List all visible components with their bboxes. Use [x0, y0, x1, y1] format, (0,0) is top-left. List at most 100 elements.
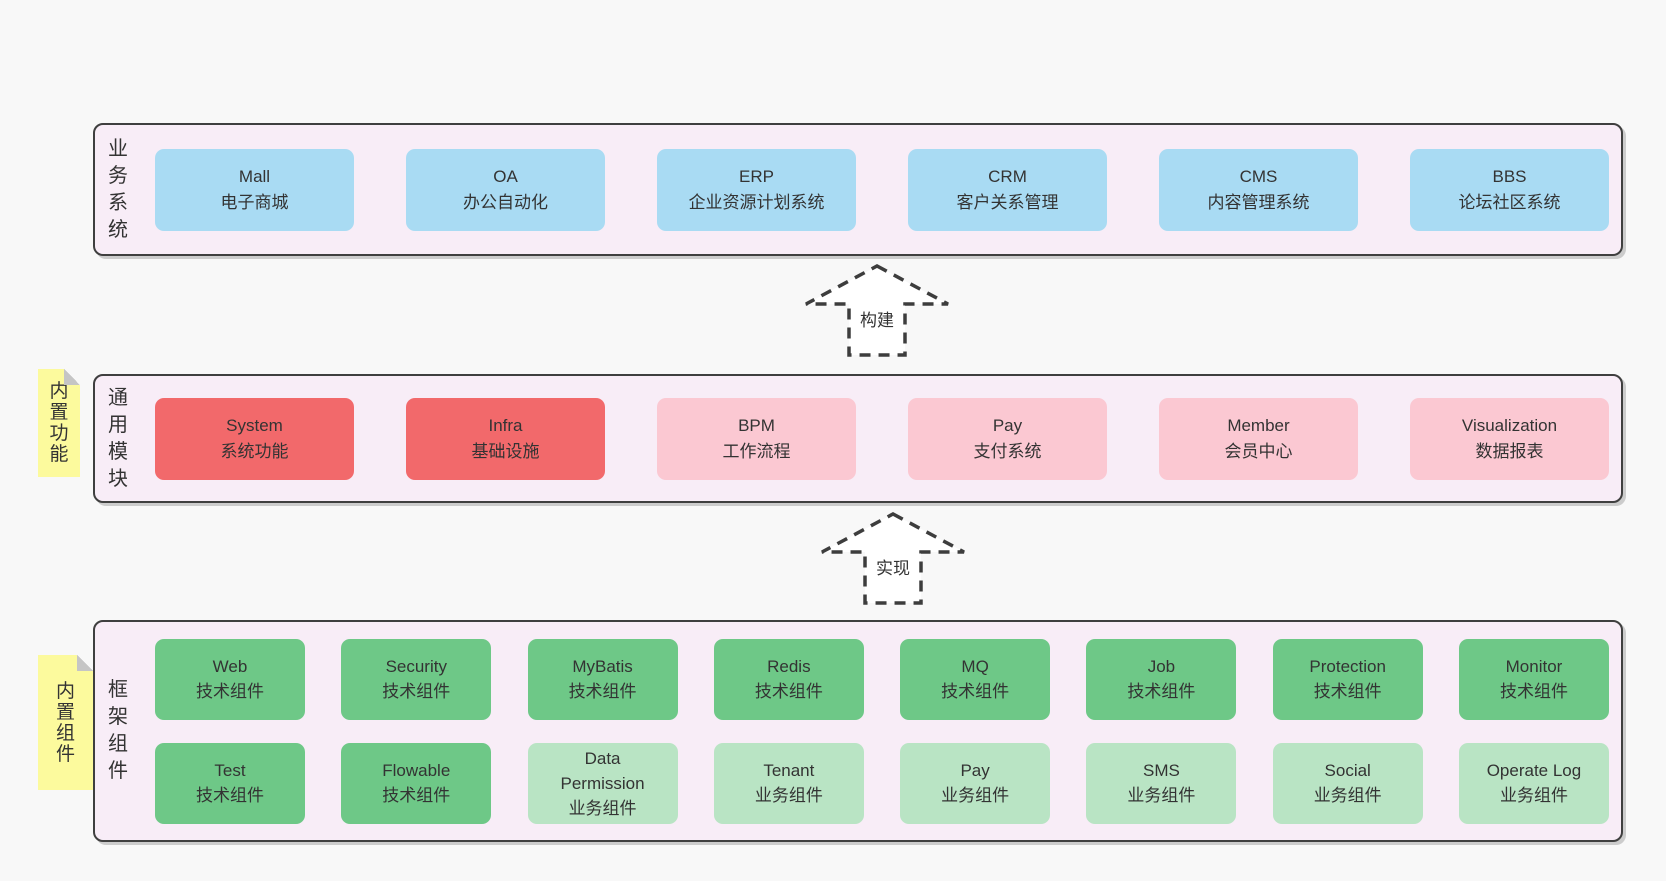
node-mq: MQ 技术组件 [900, 638, 1051, 720]
sticky-note-text: 内 置 组 件 [55, 680, 75, 765]
node-title: ERP [739, 166, 774, 186]
node-job: Job 技术组件 [1086, 638, 1237, 720]
arrow-build-label: 构建 [855, 305, 899, 332]
node-title: Data Permission [560, 748, 645, 793]
node-pay: Pay 支付系统 [908, 397, 1107, 480]
node-title: Security [385, 657, 447, 676]
node-subtitle: 业务组件 [1499, 786, 1568, 805]
node-title: Operate Log [1486, 761, 1582, 780]
node-subtitle: 电子商城 [220, 192, 289, 212]
node-title: Pay [992, 415, 1023, 435]
node-mall: Mall 电子商城 [155, 148, 354, 231]
node-title: CRM [988, 166, 1027, 186]
node-title: Monitor [1505, 657, 1563, 676]
node-system: System 系统功能 [155, 397, 354, 480]
node-subtitle: 技术组件 [196, 786, 264, 805]
node-flowable: Flowable 技术组件 [341, 742, 492, 824]
node-subtitle: 技术组件 [196, 682, 264, 701]
layer-label-common-modules: 通 用 模 块 [108, 386, 128, 490]
node-web: Web 技术组件 [155, 638, 305, 720]
node-subtitle: 内容管理系统 [1207, 192, 1310, 212]
sticky-note-text: 内 置 功 能 [49, 381, 69, 465]
node-redis: Redis 技术组件 [713, 638, 864, 720]
node-title: MyBatis [572, 657, 633, 676]
node-subtitle: 业务组件 [941, 786, 1010, 805]
node-title: CMS [1239, 166, 1278, 186]
node-subtitle: 企业资源计划系统 [688, 192, 825, 212]
node-title: Infra [488, 415, 523, 435]
node-title: Flowable [382, 761, 451, 780]
node-subtitle: 技术组件 [941, 682, 1010, 701]
node-cms: CMS 内容管理系统 [1159, 148, 1358, 231]
node-title: Mall [238, 166, 271, 186]
node-infra: Infra 基础设施 [406, 397, 605, 480]
node-subtitle: 工作流程 [722, 441, 791, 461]
node-title: BPM [738, 415, 775, 435]
node-subtitle: 基础设施 [471, 441, 540, 461]
node-security: Security 技术组件 [341, 638, 492, 720]
node-title: Member [1227, 415, 1290, 435]
node-subtitle: 会员中心 [1224, 441, 1293, 461]
layer-business-systems: 业 务 系 统 Mall 电子商城 OA 办公自动化 ERP 企业资源计划系统 CRM 客户关… [93, 123, 1623, 256]
node-title: MQ [961, 657, 989, 676]
node-subtitle: 论坛社区系统 [1458, 192, 1561, 212]
node-title: Social [1324, 761, 1371, 780]
node-monitor: Monitor 技术组件 [1458, 638, 1609, 720]
node-subtitle: 系统功能 [220, 441, 289, 461]
sticky-note-builtin-components: 内 置 组 件 [38, 655, 93, 790]
node-title: System [226, 415, 283, 435]
node-subtitle: 办公自动化 [463, 192, 548, 212]
node-subtitle: 业务组件 [754, 786, 823, 805]
arrow-implement: 实现 [818, 511, 968, 606]
node-pay: Pay 业务组件 [900, 742, 1051, 824]
node-subtitle: 支付系统 [973, 441, 1042, 461]
layer-label-framework-components: 框 架 组 件 [108, 679, 128, 782]
node-title: Web [212, 657, 248, 676]
node-mybatis: MyBatis 技术组件 [527, 638, 678, 720]
node-subtitle: 业务组件 [568, 798, 637, 818]
layer-label-business-systems: 业 务 系 统 [108, 137, 128, 241]
node-visualization: Visualization 数据报表 [1410, 397, 1609, 480]
node-subtitle: 技术组件 [568, 682, 637, 701]
node-title: Tenant [763, 761, 815, 780]
node-title: Pay [960, 761, 990, 780]
layer-common-modules: 通 用 模 块 System 系统功能 Infra 基础设施 BPM 工作流程 Pay 支付系… [93, 374, 1623, 503]
arrow-build: 构建 [802, 263, 952, 358]
node-title: Job [1147, 657, 1176, 676]
box-row: Mall 电子商城 OA 办公自动化 ERP 企业资源计划系统 CRM 客户关系管理 CMS 内容… [155, 148, 1609, 231]
node-member: Member 会员中心 [1159, 397, 1358, 480]
node-erp: ERP 企业资源计划系统 [657, 148, 856, 231]
node-title: Protection [1309, 657, 1386, 676]
node-bpm: BPM 工作流程 [657, 397, 856, 480]
node-subtitle: 业务组件 [1313, 786, 1382, 805]
node-operate-log: Operate Log 业务组件 [1458, 742, 1609, 824]
node-subtitle: 客户关系管理 [956, 192, 1059, 212]
node-title: OA [493, 166, 518, 186]
node-title: Visualization [1461, 415, 1558, 435]
arrow-implement-label: 实现 [871, 553, 915, 580]
node-tenant: Tenant 业务组件 [713, 742, 864, 824]
box-row: System 系统功能 Infra 基础设施 BPM 工作流程 Pay 支付系统 Member 会… [155, 397, 1609, 480]
node-test: Test 技术组件 [155, 742, 305, 824]
node-bbs: BBS 论坛社区系统 [1410, 148, 1609, 231]
node-subtitle: 技术组件 [382, 786, 451, 805]
node-title: Redis [767, 657, 811, 676]
node-oa: OA 办公自动化 [406, 148, 605, 231]
node-title: SMS [1142, 761, 1180, 780]
node-subtitle: 技术组件 [382, 682, 451, 701]
node-subtitle: 技术组件 [1313, 682, 1382, 701]
node-title: BBS [1492, 166, 1527, 186]
node-data-permission: Data Permission 业务组件 [527, 742, 678, 824]
node-title: Test [214, 761, 246, 780]
node-subtitle: 技术组件 [1127, 682, 1196, 701]
node-crm: CRM 客户关系管理 [908, 148, 1107, 231]
node-subtitle: 技术组件 [754, 682, 823, 701]
node-subtitle: 技术组件 [1499, 682, 1568, 701]
node-protection: Protection 技术组件 [1272, 638, 1423, 720]
node-subtitle: 数据报表 [1475, 441, 1544, 461]
